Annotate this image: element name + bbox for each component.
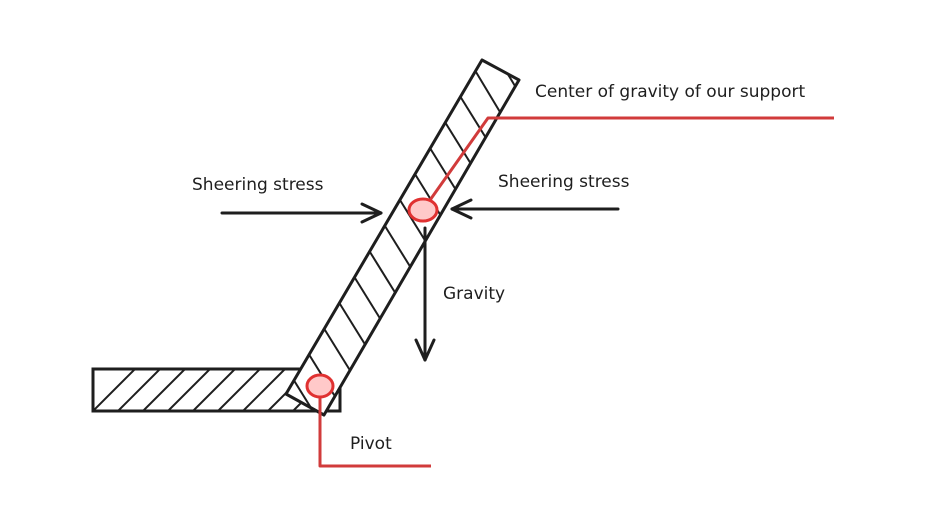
gravity-label: Gravity bbox=[443, 284, 505, 304]
sheering-stress-left-arrow bbox=[220, 202, 383, 224]
center-of-gravity-label: Center of gravity of our support bbox=[535, 82, 805, 102]
sheering-stress-right-arrow bbox=[450, 198, 620, 220]
pivot-point bbox=[305, 373, 335, 399]
sheering-stress-left-label: Sheering stress bbox=[192, 175, 324, 195]
center-of-gravity-leader-line bbox=[421, 116, 834, 211]
pivot-label: Pivot bbox=[350, 434, 392, 454]
pivot-leader-line bbox=[318, 386, 431, 468]
inclined-support-beam bbox=[284, 58, 521, 417]
sheering-stress-right-label: Sheering stress bbox=[498, 172, 630, 192]
center-of-gravity-point bbox=[407, 197, 439, 223]
gravity-arrow bbox=[414, 226, 436, 362]
